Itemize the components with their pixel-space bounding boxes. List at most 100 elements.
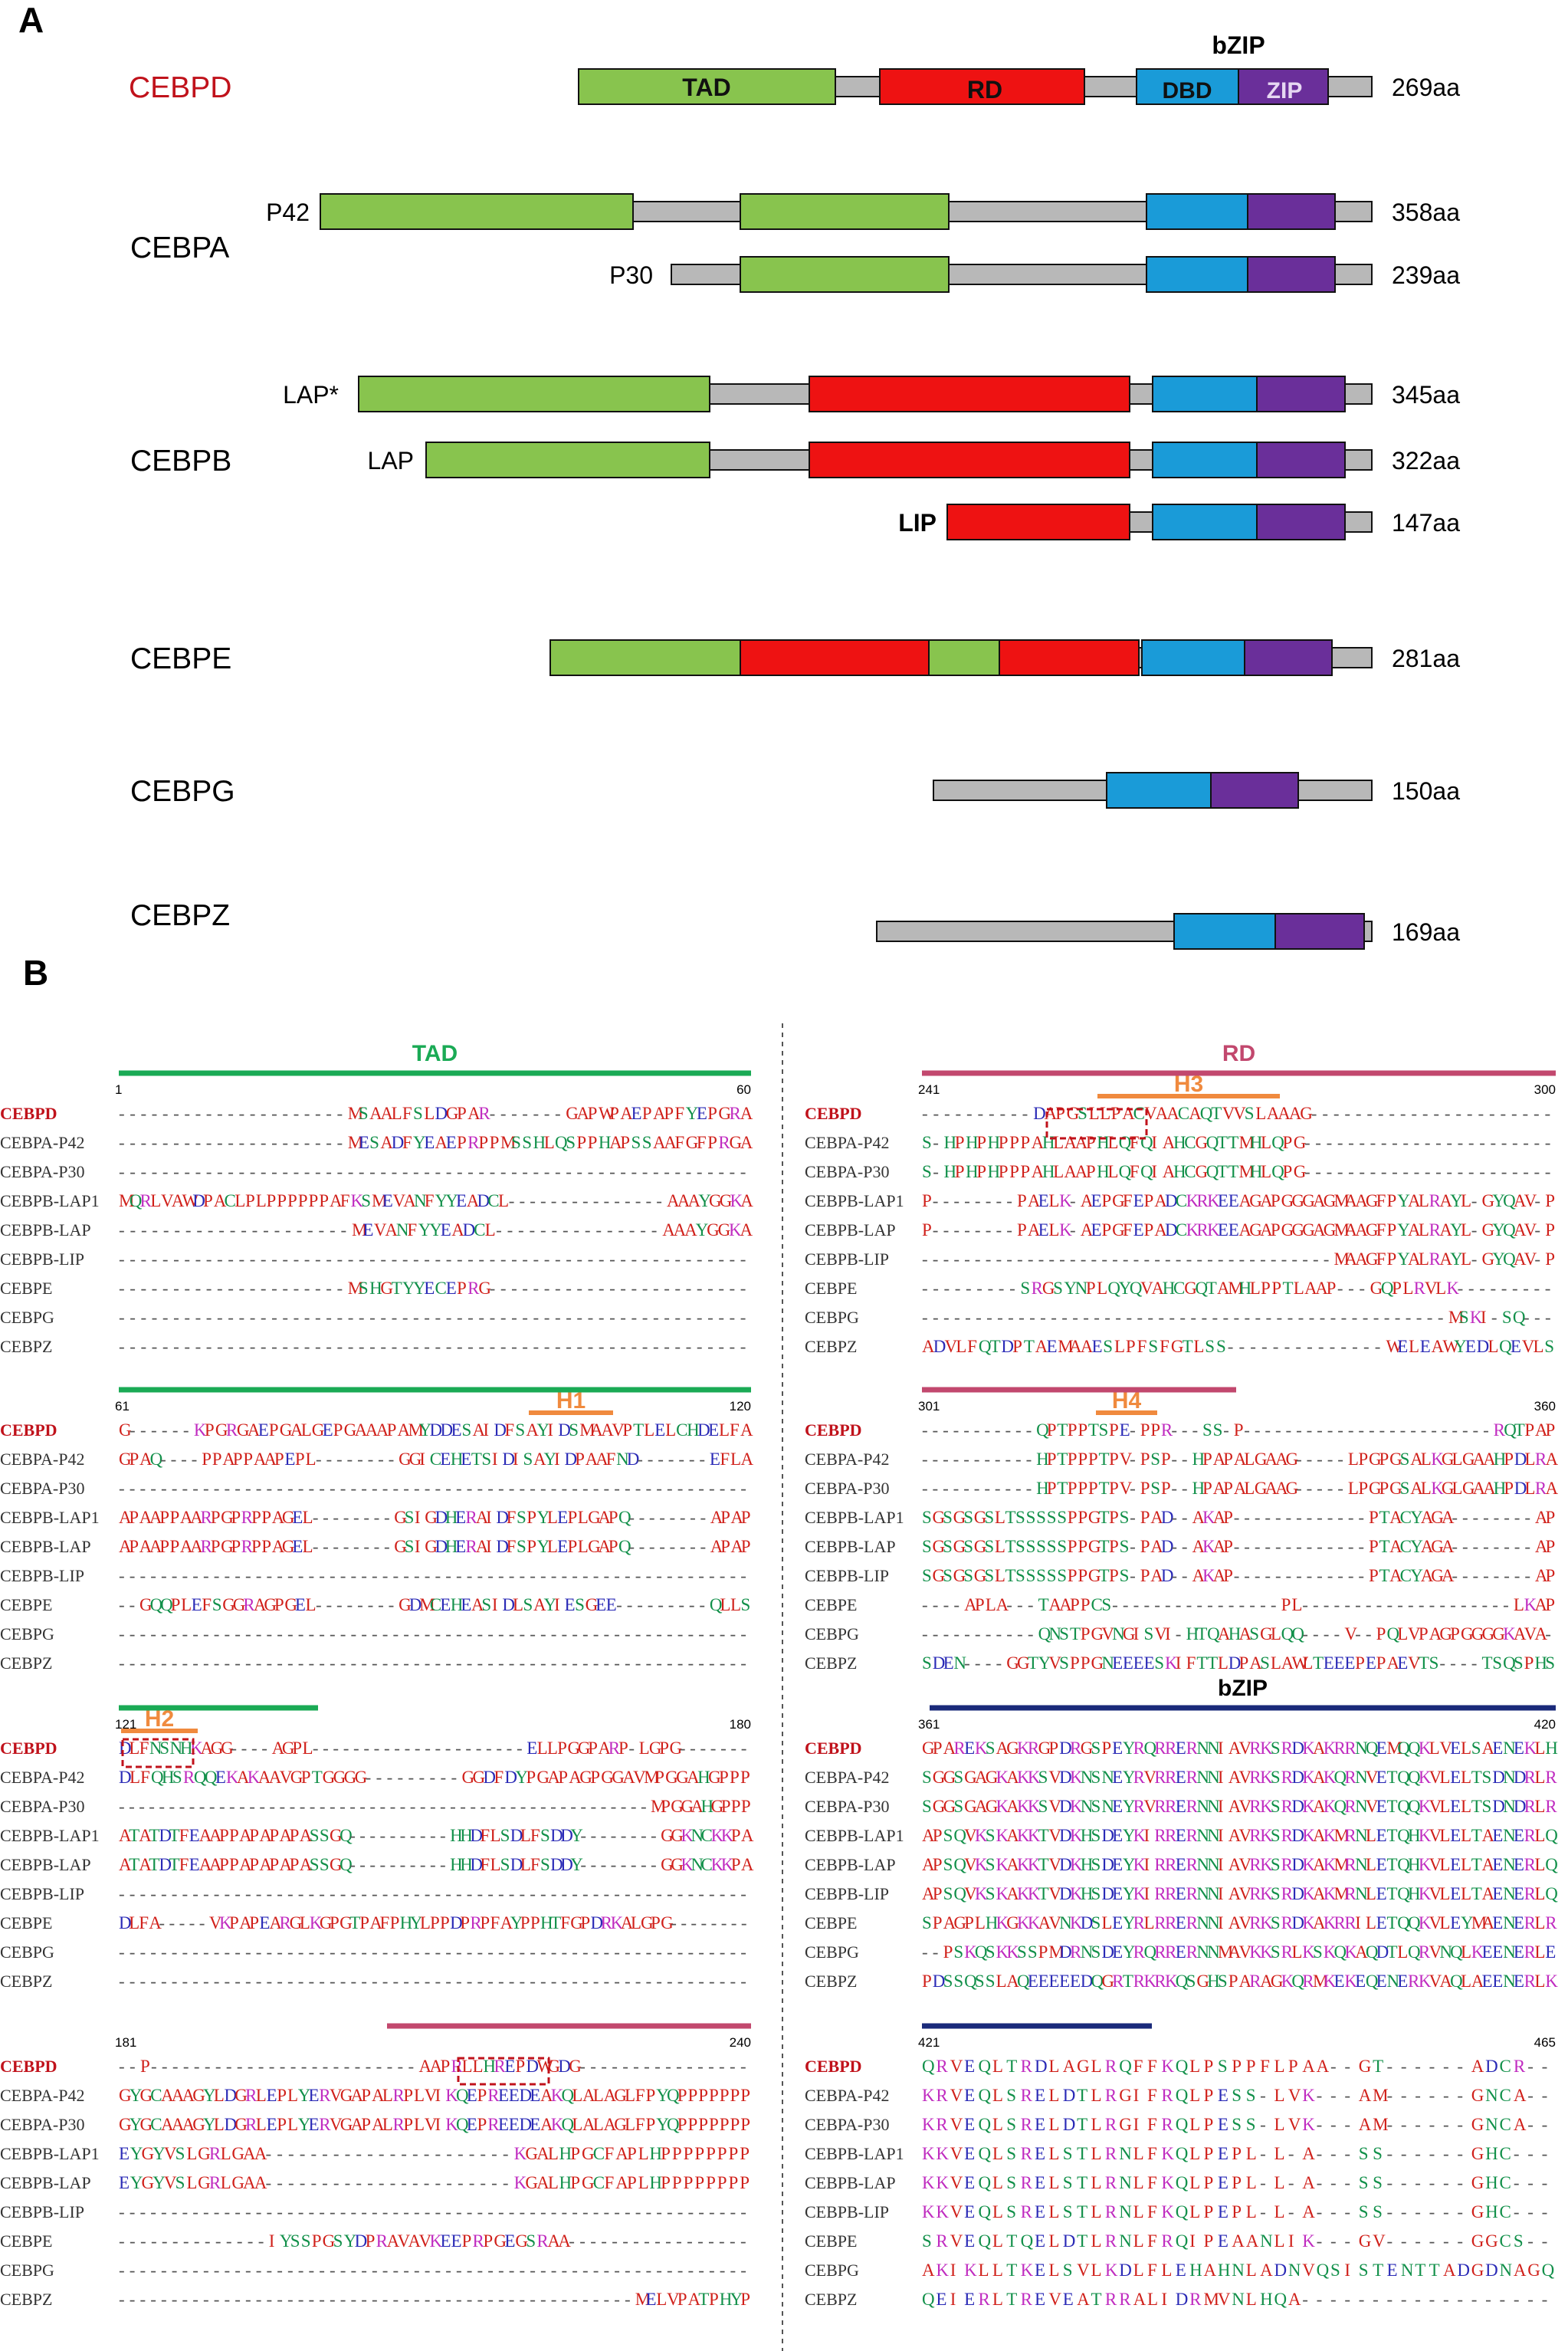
position-end: 60: [736, 1082, 751, 1097]
sequence-name: CEBPB-LAP1: [805, 1826, 904, 1845]
sequence-row: ----------------------------------------…: [119, 1566, 746, 1585]
zip-domain-label: ZIP: [1267, 78, 1303, 103]
zip-domain: [1238, 68, 1329, 105]
sequence-name: CEBPA-P30: [805, 1479, 889, 1498]
sequence-row: ATATDTFEAAPPAPAPAPASSGQ----------HHDFLSD…: [119, 1855, 754, 1874]
sequence-name: CEBPB-LIP: [0, 2202, 84, 2221]
sequence-name: CEBPA-P30: [0, 2115, 84, 2134]
position-start: 421: [918, 2035, 940, 2050]
sequence-name: CEBPE: [805, 2231, 857, 2251]
position-end: 465: [1534, 2035, 1556, 2050]
rd-domain: [809, 442, 1130, 478]
position-end: 240: [730, 2035, 751, 2050]
sequence-row: P--------PAELK-AEPGFEPADCKRKEEAGAPGGGAGM…: [922, 1220, 1555, 1240]
sequence-name: CEBPA-P42: [0, 2086, 84, 2105]
sequence-row: ---------------------MEVANFYYEADCL------…: [119, 1220, 753, 1240]
tad-domain: [425, 442, 710, 478]
sequence-name: CEBPZ: [805, 1337, 857, 1356]
sequence-row: ----------------------------------------…: [119, 1797, 751, 1816]
tad-domain: [578, 68, 836, 105]
position-end: 180: [730, 1717, 751, 1732]
protein-name-cebpz: CEBPZ: [130, 899, 230, 932]
protein-length-label: 239aa: [1392, 261, 1460, 289]
sequence-name: CEBPZ: [0, 1337, 52, 1356]
sequence-row: ----------------------------------------…: [922, 1308, 1551, 1327]
sequence-name: CEBPG: [0, 1624, 54, 1643]
sequence-name: CEBPA-P30: [0, 1162, 84, 1181]
sequence-row: --P-------------------------AAPRLLHREPDW…: [119, 2057, 746, 2076]
protein-length-label: 345aa: [1392, 381, 1460, 409]
sequence-name: CEBPA-P30: [0, 1797, 84, 1816]
sequence-name: CEBPB-LAP1: [0, 1191, 100, 1210]
position-end: 300: [1534, 1082, 1556, 1097]
sequence-row: ---------------------MSAALFSLDGPAR------…: [119, 1104, 753, 1123]
sequence-name: CEBPE: [0, 2231, 52, 2251]
helix-label: H1: [556, 1388, 586, 1414]
region-label: RD: [1222, 1041, 1255, 1066]
sequence-row: ---------SRGSYNPLQYQVAHCGQTAMHLPPTLAAP--…: [922, 1279, 1550, 1298]
isoform-label: P42: [266, 199, 310, 226]
dbd-domain: [1106, 772, 1212, 809]
sequence-row: ----------------------------------------…: [119, 2261, 746, 2280]
sequence-name: CEBPE: [805, 1913, 857, 1932]
tad-domain: [740, 193, 950, 230]
protein-length-label: 269aa: [1392, 74, 1460, 101]
sequence-row: ----------------------------------------…: [119, 1972, 746, 1991]
sequence-name: CEBPB-LIP: [0, 1249, 84, 1269]
rd-domain: [946, 504, 1130, 540]
sequence-row: ---------------------MSHGTYYECEPRG------…: [119, 1279, 746, 1298]
sequence-name: CEBPA-P42: [805, 1450, 889, 1469]
sequence-name: CEBPB-LAP: [805, 1855, 896, 1874]
tad-domain: [740, 256, 950, 293]
sequence-name: CEBPD: [805, 1739, 862, 1758]
sequence-row: ADVLFQTDPTAEMAAESLPFSFGTLSS-------------…: [922, 1337, 1554, 1356]
motif-box: [457, 2057, 550, 2086]
sequence-name: CEBPA-P30: [0, 1479, 84, 1498]
sequence-row: ----------------------------------------…: [119, 2202, 746, 2221]
sequence-name: CEBPB-LIP: [0, 1884, 84, 1903]
position-start: 121: [115, 1717, 136, 1732]
sequence-name: CEBPE: [0, 1913, 52, 1932]
sequence-row: MQRLVAWDPACLPLPPPPPPAFKSMEVANFYYEADCL---…: [119, 1191, 753, 1210]
protein-length-label: 150aa: [1392, 777, 1460, 805]
sequence-name: CEBPD: [805, 1420, 862, 1440]
sequence-row: P--------PAELK-AEPGFEPADCKRKEEAGAPGGGAGM…: [922, 1191, 1555, 1210]
sequence-name: CEBPG: [805, 1624, 859, 1643]
sequence-name: CEBPZ: [0, 1972, 52, 1991]
sequence-row: EYGYVSLGRLGAA----------------------KGALH…: [119, 2173, 750, 2192]
zip-domain: [1210, 772, 1299, 809]
position-start: 301: [918, 1399, 940, 1414]
sequence-name: CEBPE: [0, 1279, 52, 1298]
bzip-label: bZIP: [1212, 31, 1265, 59]
position-end: 120: [730, 1399, 751, 1414]
rd-domain: [879, 68, 1085, 105]
sequence-name: CEBPD: [0, 1104, 57, 1123]
panel-b-label: B: [23, 953, 48, 993]
sequence-name: CEBPE: [805, 1279, 857, 1298]
sequence-name: CEBPB-LAP: [0, 1220, 91, 1240]
sequence-name: CEBPB-LAP1: [805, 1508, 904, 1527]
rd-domain: [999, 639, 1140, 676]
sequence-name: CEBPG: [805, 1308, 859, 1327]
sequence-name: CEBPZ: [805, 1972, 857, 1991]
sequence-name: CEBPB-LAP1: [805, 2144, 904, 2163]
protein-length-label: 322aa: [1392, 447, 1460, 474]
sequence-row: DLFQHSRQQEKAKAAVGPTGGGG---------GGDFDYPG…: [119, 1768, 750, 1787]
protein-length-label: 147aa: [1392, 509, 1460, 537]
